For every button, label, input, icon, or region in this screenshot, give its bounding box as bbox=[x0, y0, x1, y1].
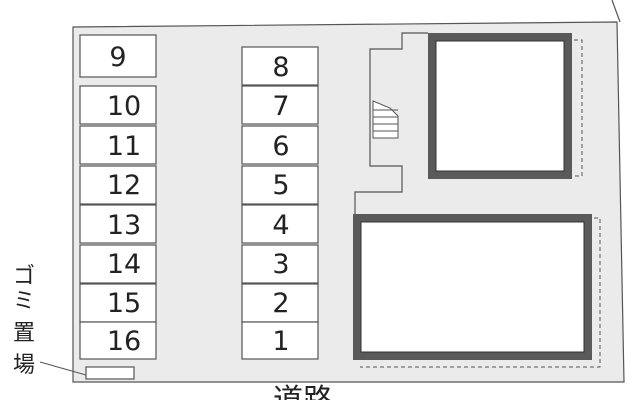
slot-number: 2 bbox=[272, 288, 289, 319]
parking-slot[interactable] bbox=[79, 204, 157, 244]
slot-number: 10 bbox=[107, 91, 141, 122]
parking-slot[interactable] bbox=[79, 283, 157, 323]
road-label: 道路 bbox=[273, 383, 333, 400]
building-lower bbox=[353, 214, 601, 368]
slot-number: 8 bbox=[272, 52, 289, 83]
slot-number: 13 bbox=[107, 210, 141, 241]
parking-slot[interactable] bbox=[79, 244, 157, 284]
slot-number: 5 bbox=[272, 170, 289, 201]
slot-number: 14 bbox=[107, 249, 141, 280]
slot-number: 9 bbox=[109, 42, 126, 73]
slot-number: 15 bbox=[107, 288, 141, 319]
parking-slot[interactable] bbox=[79, 85, 157, 125]
parking-slot[interactable] bbox=[79, 321, 157, 360]
svg-text:場: 場 bbox=[13, 353, 35, 378]
parking-slot[interactable] bbox=[241, 46, 319, 86]
svg-text:置: 置 bbox=[13, 321, 35, 346]
parking-slot[interactable] bbox=[79, 34, 157, 78]
svg-text:ミ: ミ bbox=[13, 289, 35, 314]
slot-number: 7 bbox=[272, 91, 289, 122]
slot-number: 16 bbox=[107, 326, 141, 357]
garbage-label: ゴ ミ 置 場 bbox=[13, 264, 35, 378]
slot-number: 4 bbox=[272, 210, 289, 241]
svg-text:ゴ: ゴ bbox=[13, 264, 35, 289]
parking-slot[interactable] bbox=[241, 283, 319, 323]
slot-number: 1 bbox=[272, 326, 289, 357]
parking-slot[interactable] bbox=[241, 85, 319, 125]
building-upper bbox=[428, 33, 583, 179]
slot-number: 11 bbox=[107, 131, 141, 162]
slot-number: 6 bbox=[272, 131, 289, 162]
parking-slot[interactable] bbox=[241, 244, 319, 284]
right-column-slots: 8 7 6 5 4 3 2 1 bbox=[241, 46, 319, 360]
slot-number: 3 bbox=[272, 249, 289, 280]
entrance-outline bbox=[354, 32, 428, 214]
left-column-slots: 9 10 11 12 13 14 15 16 bbox=[79, 34, 157, 360]
parking-slot[interactable] bbox=[241, 204, 319, 244]
slot-number: 12 bbox=[107, 170, 141, 201]
parking-slot[interactable] bbox=[241, 165, 319, 205]
parking-slot[interactable] bbox=[79, 125, 157, 165]
stairs-icon bbox=[372, 100, 399, 139]
garbage-area bbox=[85, 366, 135, 380]
parking-slot[interactable] bbox=[241, 321, 319, 360]
garbage-pointer-line bbox=[39, 361, 87, 376]
parking-slot[interactable] bbox=[79, 165, 157, 205]
boundary-line bbox=[611, 0, 621, 23]
parking-slot[interactable] bbox=[241, 125, 319, 165]
